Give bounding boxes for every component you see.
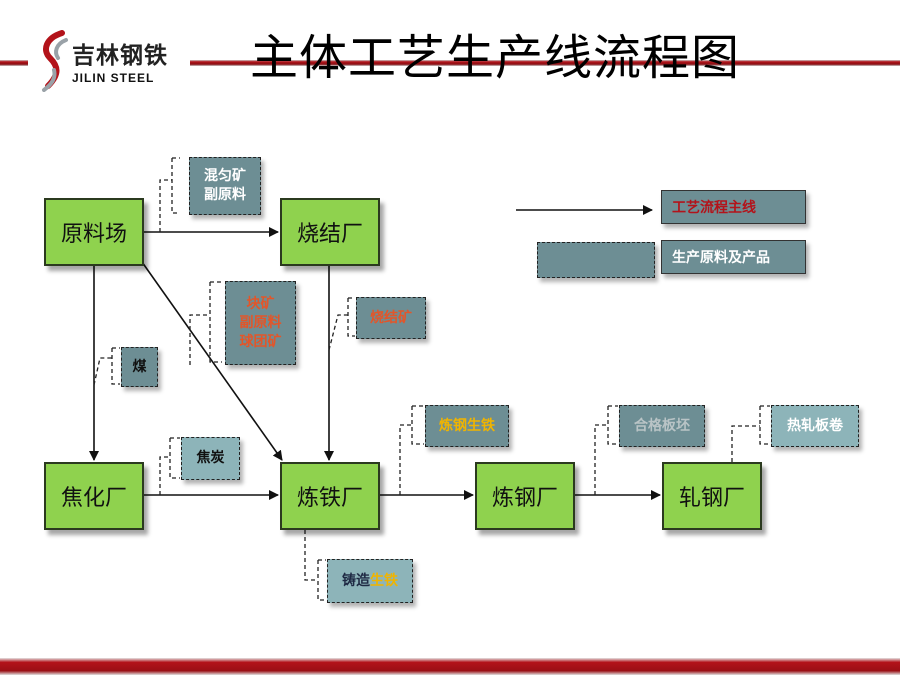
- plant-ironmaking: 炼铁厂: [280, 462, 380, 530]
- product-blend-ore-line2: 副原料: [204, 187, 246, 203]
- product-blend-ore: 混匀矿 副原料: [189, 157, 261, 215]
- legend-materials-label: 生产原料及产品: [672, 250, 770, 266]
- product-coal: 煤: [121, 347, 158, 387]
- plant-coking: 焦化厂: [44, 462, 144, 530]
- product-sinter-ore: 烧结矿: [356, 297, 426, 339]
- plant-sinter: 烧结厂: [280, 198, 380, 266]
- callout-sinter-ore: [328, 297, 355, 351]
- product-foundry-iron: 铸造生铁: [327, 559, 413, 603]
- callout-lump-ore: [189, 281, 222, 365]
- product-foundry-iron-part2: 生铁: [370, 572, 398, 589]
- callout-steel-pig-iron: [399, 405, 424, 495]
- footer-rule: [0, 658, 900, 675]
- plant-raw-yard: 原料场: [44, 198, 144, 266]
- legend-materials: 生产原料及产品: [661, 240, 806, 274]
- logo-backdrop: [28, 55, 190, 71]
- logo-chinese-name: 吉林钢铁: [72, 43, 168, 69]
- product-coal-label: 煤: [132, 358, 147, 375]
- product-lump-ore-line2: 副原料: [239, 314, 282, 331]
- product-hot-coil-label: 热轧板卷: [787, 417, 843, 434]
- product-sinter-ore-label: 烧结矿: [370, 309, 412, 326]
- callout-hot-coil: [731, 405, 770, 462]
- callout-blend-ore: [159, 157, 180, 232]
- product-coke: 焦炭: [181, 437, 240, 480]
- legend-materials-swatch: [537, 242, 655, 278]
- product-slab: 合格板坯: [619, 405, 705, 447]
- product-hot-coil: 热轧板卷: [771, 405, 859, 447]
- product-lump-ore: 块矿 副原料 球团矿: [225, 281, 296, 365]
- plant-steelmaking: 炼钢厂: [475, 462, 575, 530]
- product-lump-ore-line3: 球团矿: [239, 333, 282, 350]
- product-slab-label: 合格板坯: [634, 417, 690, 434]
- legend-main-line-label: 工艺流程主线: [672, 200, 756, 216]
- callout-coal: [93, 347, 120, 386]
- arrow-raw-to-ironmaking: [141, 261, 283, 461]
- header-rule: [0, 60, 900, 66]
- product-steel-pig-iron-label: 炼钢生铁: [439, 417, 495, 434]
- legend-main-line: 工艺流程主线: [661, 190, 806, 224]
- product-foundry-iron-part1: 铸造: [342, 572, 370, 589]
- callout-coke: [159, 437, 180, 495]
- page-title: 主体工艺生产线流程图: [250, 30, 741, 86]
- product-lump-ore-line1: 块矿: [246, 295, 275, 312]
- logo-english-name: JILIN STEEL: [72, 71, 155, 85]
- product-steel-pig-iron: 炼钢生铁: [425, 405, 509, 447]
- product-coke-label: 焦炭: [196, 450, 225, 466]
- plant-rolling: 轧钢厂: [662, 462, 762, 530]
- callout-foundry-iron: [304, 530, 326, 601]
- logo-mark-icon: [36, 30, 72, 92]
- callout-slab: [594, 405, 618, 495]
- product-blend-ore-line1: 混匀矿: [204, 168, 246, 184]
